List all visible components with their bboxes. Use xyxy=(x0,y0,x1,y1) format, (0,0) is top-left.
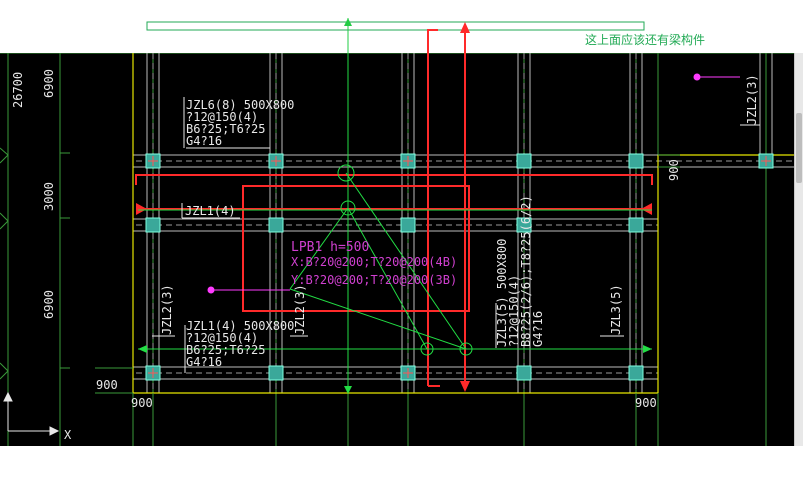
vertical-scrollbar[interactable] xyxy=(794,53,803,446)
dim-left-total: 26700 xyxy=(11,72,25,108)
slab-name: LPB1 h=500 xyxy=(291,240,369,255)
beam-jzl1-bottom-line1: JZL1(4) 500X800 xyxy=(186,319,294,333)
magenta-leaders xyxy=(211,76,740,291)
grid-lines xyxy=(0,53,794,446)
beam-jzl3-mid-line2: ?12@150(4) xyxy=(507,275,521,347)
column xyxy=(145,217,161,233)
beam-jzl3-mid-line4: G4?16 xyxy=(531,311,545,347)
beam-jzl6-line4: G4?16 xyxy=(186,134,222,148)
column xyxy=(628,365,644,381)
dim-left-edge: 900 xyxy=(96,378,118,392)
foundation-edge xyxy=(132,53,794,394)
red-band-top xyxy=(135,174,653,185)
beam-jzl6-line1: JZL6(8) 500X800 xyxy=(186,98,294,112)
column xyxy=(268,365,284,381)
column xyxy=(400,217,416,233)
dim-left-span-3: 6900 xyxy=(42,290,56,319)
slab-x-rebar: X:B?20@200;T?20@200(4B) xyxy=(291,255,457,269)
slab-y-rebar: Y:B?20@200;T?20@200(3B) xyxy=(291,273,457,287)
dimension-lines xyxy=(138,53,652,393)
beam-jzl6-line3: B6?25;T6?25 xyxy=(186,122,265,136)
magenta-node-right xyxy=(693,73,701,81)
slab-markers xyxy=(289,164,473,356)
scrollbar-thumb[interactable] xyxy=(796,113,802,183)
beam-jzl1-bottom-line4: G4?16 xyxy=(186,355,222,369)
red-highlight xyxy=(135,53,653,387)
column xyxy=(628,153,644,169)
cad-drawing-viewport[interactable]: X 26700 6900 3000 6900 900 900 900 900 J… xyxy=(0,53,794,446)
beam-jzl3-right: JZL3(5) xyxy=(609,284,623,335)
missing-beam-highlight-box xyxy=(146,21,645,31)
column xyxy=(516,365,532,381)
dim-left-span-2: 3000 xyxy=(42,182,56,211)
dim-bottom-right: 900 xyxy=(635,396,657,410)
columns xyxy=(145,153,774,381)
beam-jzl1-top: JZL1(4) xyxy=(185,204,236,218)
column xyxy=(516,153,532,169)
annotation-note: 这上面应该还有梁构件 xyxy=(585,33,706,47)
column xyxy=(628,217,644,233)
red-arrow-down xyxy=(460,381,470,392)
beam-jzl2-mid: JZL2(3) xyxy=(293,284,307,335)
beam-jzl2-right: JZL2(3) xyxy=(745,74,759,125)
ucs-icon xyxy=(3,391,60,436)
beam-jzl2-left: JZL2(3) xyxy=(160,284,174,335)
column xyxy=(516,217,532,233)
dim-bottom-left: 900 xyxy=(131,396,153,410)
top-annotation-area xyxy=(146,18,645,53)
ucs-x-label: X xyxy=(64,428,72,442)
beam-jzl6-line2: ?12@150(4) xyxy=(186,110,258,124)
beam-jzl3-mid-line3: B8?25(2/6);T8?25(6/2) xyxy=(519,195,533,347)
column xyxy=(268,217,284,233)
dim-left-span-1: 6900 xyxy=(42,69,56,98)
left-dimension-chain xyxy=(0,147,680,423)
red-arrow-left-top xyxy=(427,29,438,53)
beam-jzl1-bottom-line2: ?12@150(4) xyxy=(186,331,258,345)
magenta-node-left xyxy=(207,286,215,294)
red-arrow-right-end xyxy=(641,203,652,215)
beam-jzl3-mid-line1: JZL3(5) 500X800 xyxy=(495,239,509,347)
red-arrow-left-end xyxy=(136,203,147,215)
dim-right-edge: 900 xyxy=(667,159,681,181)
beam-jzl1-bottom-line3: B6?25;T6?25 xyxy=(186,343,265,357)
